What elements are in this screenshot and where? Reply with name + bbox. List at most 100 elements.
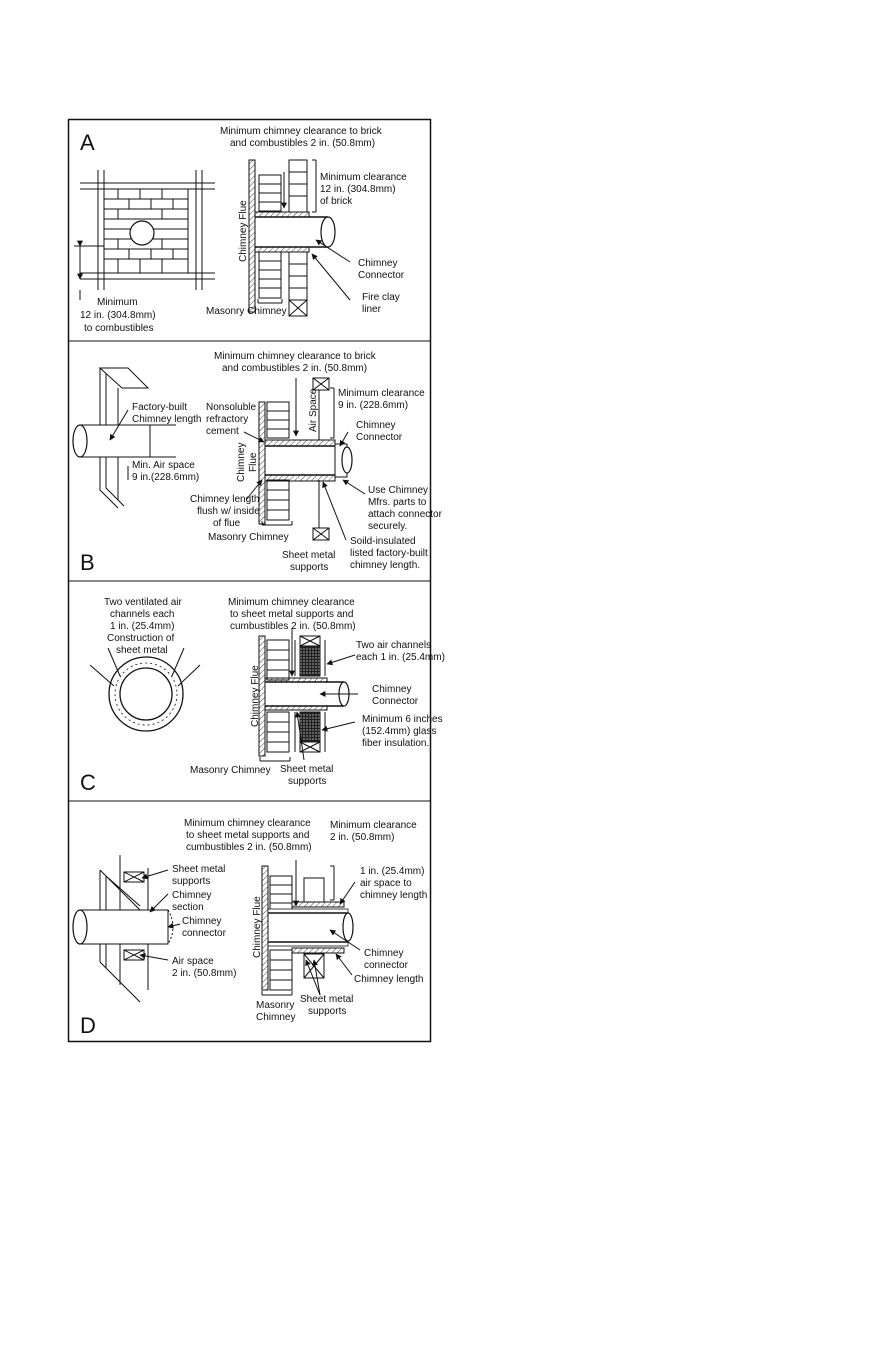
- label-chimney: Chimney: [364, 948, 403, 959]
- label-to-combustibles: to combustibles: [84, 323, 153, 334]
- label-flush-inside: flush w/ inside: [197, 506, 260, 517]
- label-factory-built: Factory-built: [132, 402, 187, 413]
- label-chimney: Chimney: [372, 684, 411, 695]
- label-sheet-metal: Sheet metal: [172, 864, 225, 875]
- label-air-space: Air Space: [308, 388, 319, 432]
- label-minimum-clearance: Minimum clearance: [320, 172, 407, 183]
- label-use-chimney: Use Chimney: [368, 485, 428, 496]
- label-sheet-metal-supports: Sheet metal: [280, 764, 333, 775]
- label-supports: supports: [172, 876, 210, 887]
- label-glass: (152.4mm) glass: [362, 726, 436, 737]
- label-supports: supports: [290, 562, 328, 573]
- label-to-sheet-metal: to sheet metal supports and: [186, 830, 309, 841]
- label-chimney: Chimney: [172, 890, 211, 901]
- masonry-chimney-section: [258, 628, 358, 762]
- label-supports: supports: [308, 1006, 346, 1017]
- label-chimney: Chimney: [236, 443, 247, 482]
- label-masonry: Masonry: [256, 1000, 294, 1011]
- label-chimney-flue: Chimney Flue: [238, 200, 249, 262]
- label-each-1in: each 1 in. (25.4mm): [356, 652, 445, 663]
- panel-b: B Factory-built Chimney length Min. Air …: [72, 351, 443, 575]
- label-two-air-channels: Two air channels: [356, 640, 431, 651]
- label-clearance-2in: 2 in. (50.8mm): [330, 832, 394, 843]
- label-cumbustibles-2in: cumbustibles 2 in. (50.8mm): [230, 621, 356, 632]
- label-clearance-9in: 9 in. (228.6mm): [338, 400, 408, 411]
- label-masonry-chimney: Masonry Chimney: [208, 532, 289, 543]
- label-fiber-insulation: fiber insulation.: [362, 738, 429, 749]
- label-minimum-clearance: Minimum clearance: [338, 388, 425, 399]
- label-minimum-12in: 12 in. (304.8mm): [80, 310, 156, 321]
- label-air-space-2in: 2 in. (50.8mm): [172, 968, 236, 979]
- masonry-chimney-section: [243, 377, 366, 541]
- label-chimney-length-end: chimney length.: [350, 560, 420, 571]
- label-connector: connector: [182, 928, 227, 939]
- label-combustibles-2in: and combustibles 2 in. (50.8mm): [222, 363, 367, 374]
- label-sheet-metal: sheet metal: [116, 645, 168, 656]
- label-air-space-to: air space to: [360, 878, 412, 889]
- label-chimney-length: Chimney length: [132, 414, 201, 425]
- masonry-chimney-section: [248, 159, 351, 317]
- label-chimney-flue: Chimney Flue: [250, 665, 261, 727]
- label-min-clearance-brick: Minimum chimney clearance to brick: [220, 126, 383, 137]
- label-flue: Flue: [248, 452, 259, 472]
- label-minimum-6in: Minimum 6 inches: [362, 714, 443, 725]
- label-listed-factory-built: listed factory-built: [350, 548, 428, 559]
- panel-letter: B: [80, 550, 95, 575]
- label-attach-connector: attach connector: [368, 509, 443, 520]
- label-min-clearance: Minimum chimney clearance: [184, 818, 311, 829]
- label-section: section: [172, 902, 204, 913]
- panel-letter: C: [80, 770, 96, 795]
- factory-built-illustration: [72, 367, 176, 509]
- panel-letter: D: [80, 1013, 96, 1038]
- label-chimney-length: chimney length: [360, 890, 427, 901]
- label-connector: Connector: [358, 270, 405, 281]
- label-connector: Connector: [356, 432, 403, 443]
- panel-a: A: [74, 126, 407, 334]
- label-solid-insulated: Soild-insulated: [350, 536, 416, 547]
- label-minimum-clearance: Minimum clearance: [330, 820, 417, 831]
- panel-letter: A: [80, 130, 95, 155]
- label-chimney-word: Chimney: [256, 1012, 295, 1023]
- label-supports: supports: [288, 776, 326, 787]
- label-masonry-chimney: Masonry Chimney: [206, 306, 287, 317]
- label-connector: connector: [364, 960, 409, 971]
- label-nonsoluble: Nonsoluble: [206, 402, 256, 413]
- label-chimney-flue: Chimney Flue: [252, 896, 263, 958]
- label-min-clearance: Minimum chimney clearance: [228, 597, 355, 608]
- label-chimney-connector: Chimney: [182, 916, 221, 927]
- brick-wall-illustration: [74, 170, 215, 300]
- label-securely: securely.: [368, 521, 407, 532]
- label-to-sheet-metal: to sheet metal supports and: [230, 609, 353, 620]
- label-refractory: refractory: [206, 414, 248, 425]
- label-connector: Connector: [372, 696, 419, 707]
- label-of-brick: of brick: [320, 196, 353, 207]
- panel-c: C Two ventilated air channels each 1 in.…: [80, 597, 445, 795]
- label-minimum: Minimum: [97, 297, 138, 308]
- panel-d: D Sheet metal supports Chimney section C…: [72, 818, 427, 1038]
- ventilated-thimble-illustration: [89, 647, 201, 732]
- chimney-section-illustration: [72, 855, 181, 1003]
- label-cement: cement: [206, 426, 239, 437]
- label-min-air-space: Min. Air space: [132, 460, 195, 471]
- label-channels-each: channels each: [110, 609, 175, 620]
- label-clearance-12in: 12 in. (304.8mm): [320, 184, 396, 195]
- label-chimney: Chimney: [356, 420, 395, 431]
- label-chimney-length: Chimney length: [190, 494, 259, 505]
- label-liner: liner: [362, 304, 382, 315]
- label-1in: 1 in. (25.4mm): [110, 621, 174, 632]
- label-air-space: Air space: [172, 956, 214, 967]
- label-construction-of: Construction of: [107, 633, 174, 644]
- label-cumbustibles-2in: cumbustibles 2 in. (50.8mm): [186, 842, 312, 853]
- label-min-clearance-brick: Minimum chimney clearance to brick: [214, 351, 377, 362]
- masonry-chimney-section: [261, 860, 361, 996]
- label-masonry-chimney: Masonry Chimney: [190, 765, 271, 776]
- label-two-ventilated: Two ventilated air: [104, 597, 182, 608]
- label-fire-clay: Fire clay: [362, 292, 400, 303]
- label-chimney-length-bottom: Chimney length: [354, 974, 423, 985]
- label-sheet-metal-supports: Sheet metal: [300, 994, 353, 1005]
- label-sheet-metal: Sheet metal: [282, 550, 335, 561]
- label-1in-air: 1 in. (25.4mm): [360, 866, 424, 877]
- label-air-space-9in: 9 in.(228.6mm): [132, 472, 199, 483]
- label-combustibles-2in: and combustibles 2 in. (50.8mm): [230, 138, 375, 149]
